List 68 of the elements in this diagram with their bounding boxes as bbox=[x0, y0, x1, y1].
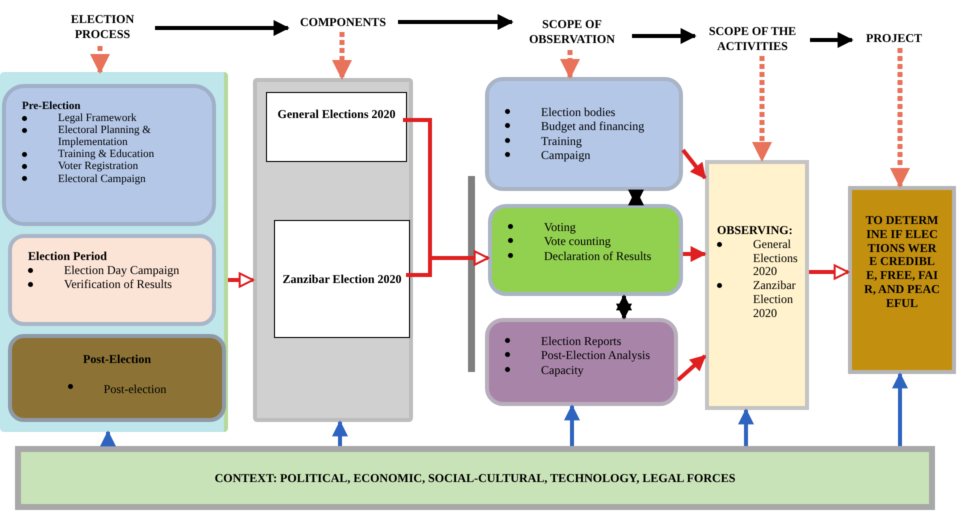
list-item: Post-election bbox=[104, 381, 166, 398]
stage-box bbox=[8, 334, 226, 422]
box-heading: PROJECT bbox=[866, 30, 922, 46]
arrow bbox=[628, 189, 644, 206]
arrow bbox=[90, 46, 110, 74]
box-heading: CONTEXT: POLITICAL, ECONOMIC, SOCIAL-CULTURAL, TECHNOLOGY, LEGAL FORCES bbox=[214, 470, 736, 487]
arrow bbox=[676, 354, 706, 382]
box-heading: TO DETERMINE IF ELECTIONS WERE CREDIBLE, FREE, FAIR, AND PEACEFUL bbox=[864, 214, 940, 311]
component-box bbox=[266, 92, 407, 162]
arrow bbox=[564, 404, 580, 446]
box-heading: Pre-Election bbox=[22, 100, 82, 112]
arrow bbox=[616, 294, 632, 320]
list-item: Declaration of Results bbox=[544, 248, 652, 264]
arrow bbox=[155, 20, 290, 36]
list-item: Verification of Results bbox=[64, 278, 172, 292]
activity-box bbox=[705, 160, 809, 410]
list-item: Post-Election Analysis bbox=[541, 348, 650, 363]
arrow bbox=[810, 32, 854, 48]
stage-box bbox=[2, 84, 216, 226]
box-heading: ELECTION PROCESS bbox=[70, 12, 136, 42]
arrow bbox=[332, 32, 352, 80]
list-item: Budget and financing bbox=[541, 119, 644, 134]
components-panel bbox=[253, 78, 413, 422]
list-item: Training & Education bbox=[58, 148, 154, 160]
scope-box bbox=[485, 77, 683, 191]
list-item: Voter Registration bbox=[58, 160, 138, 173]
list-item: Electoral Campaign bbox=[58, 172, 146, 185]
arrow bbox=[406, 250, 489, 277]
arrow bbox=[752, 56, 772, 162]
list-item: Election bodies bbox=[541, 105, 616, 120]
process-panel bbox=[0, 72, 228, 432]
box-heading: SCOPE OF THE ACTIVITIES bbox=[708, 24, 798, 54]
box-heading: Election Period bbox=[28, 250, 108, 264]
arrow bbox=[890, 48, 910, 188]
arrow bbox=[100, 430, 116, 446]
context-bar bbox=[15, 446, 935, 510]
arrow bbox=[560, 50, 580, 79]
scope-box bbox=[485, 318, 678, 406]
list-item: Legal Framework bbox=[58, 112, 136, 124]
box-heading: SCOPE OF OBSERVATION bbox=[528, 17, 616, 47]
goal-box bbox=[848, 186, 956, 374]
arrow bbox=[228, 272, 254, 288]
box-heading: Zanzibar Election 2020 bbox=[282, 271, 402, 288]
box-heading: General Elections 2020 bbox=[278, 106, 396, 123]
arrow bbox=[683, 246, 707, 262]
arrow bbox=[332, 420, 348, 446]
list-item: Zanzibar Election 2020 bbox=[753, 279, 797, 321]
stage-box bbox=[8, 234, 216, 326]
list-item: Campaign bbox=[541, 148, 590, 163]
list-item: Vote counting bbox=[544, 234, 611, 249]
list-item: Training bbox=[541, 134, 582, 148]
component-box bbox=[274, 220, 410, 338]
box-heading: OBSERVING: bbox=[717, 224, 794, 238]
arrow bbox=[398, 14, 514, 30]
list-item: Electoral Planning & Implementation bbox=[58, 124, 152, 148]
scope-box bbox=[488, 204, 683, 296]
box-heading: COMPONENTS bbox=[300, 14, 386, 30]
list-item: Voting bbox=[544, 220, 576, 234]
arrow bbox=[809, 264, 849, 280]
list-item: Election Day Campaign bbox=[64, 264, 180, 278]
arrow bbox=[738, 408, 754, 446]
list-item: Election Reports bbox=[541, 334, 622, 348]
list-item: General Elections 2020 bbox=[753, 238, 798, 280]
box-heading: Post-Election bbox=[83, 351, 151, 368]
list-item: Capacity bbox=[541, 362, 584, 378]
arrow bbox=[681, 148, 707, 180]
arrow bbox=[892, 372, 908, 446]
arrow bbox=[632, 28, 697, 44]
